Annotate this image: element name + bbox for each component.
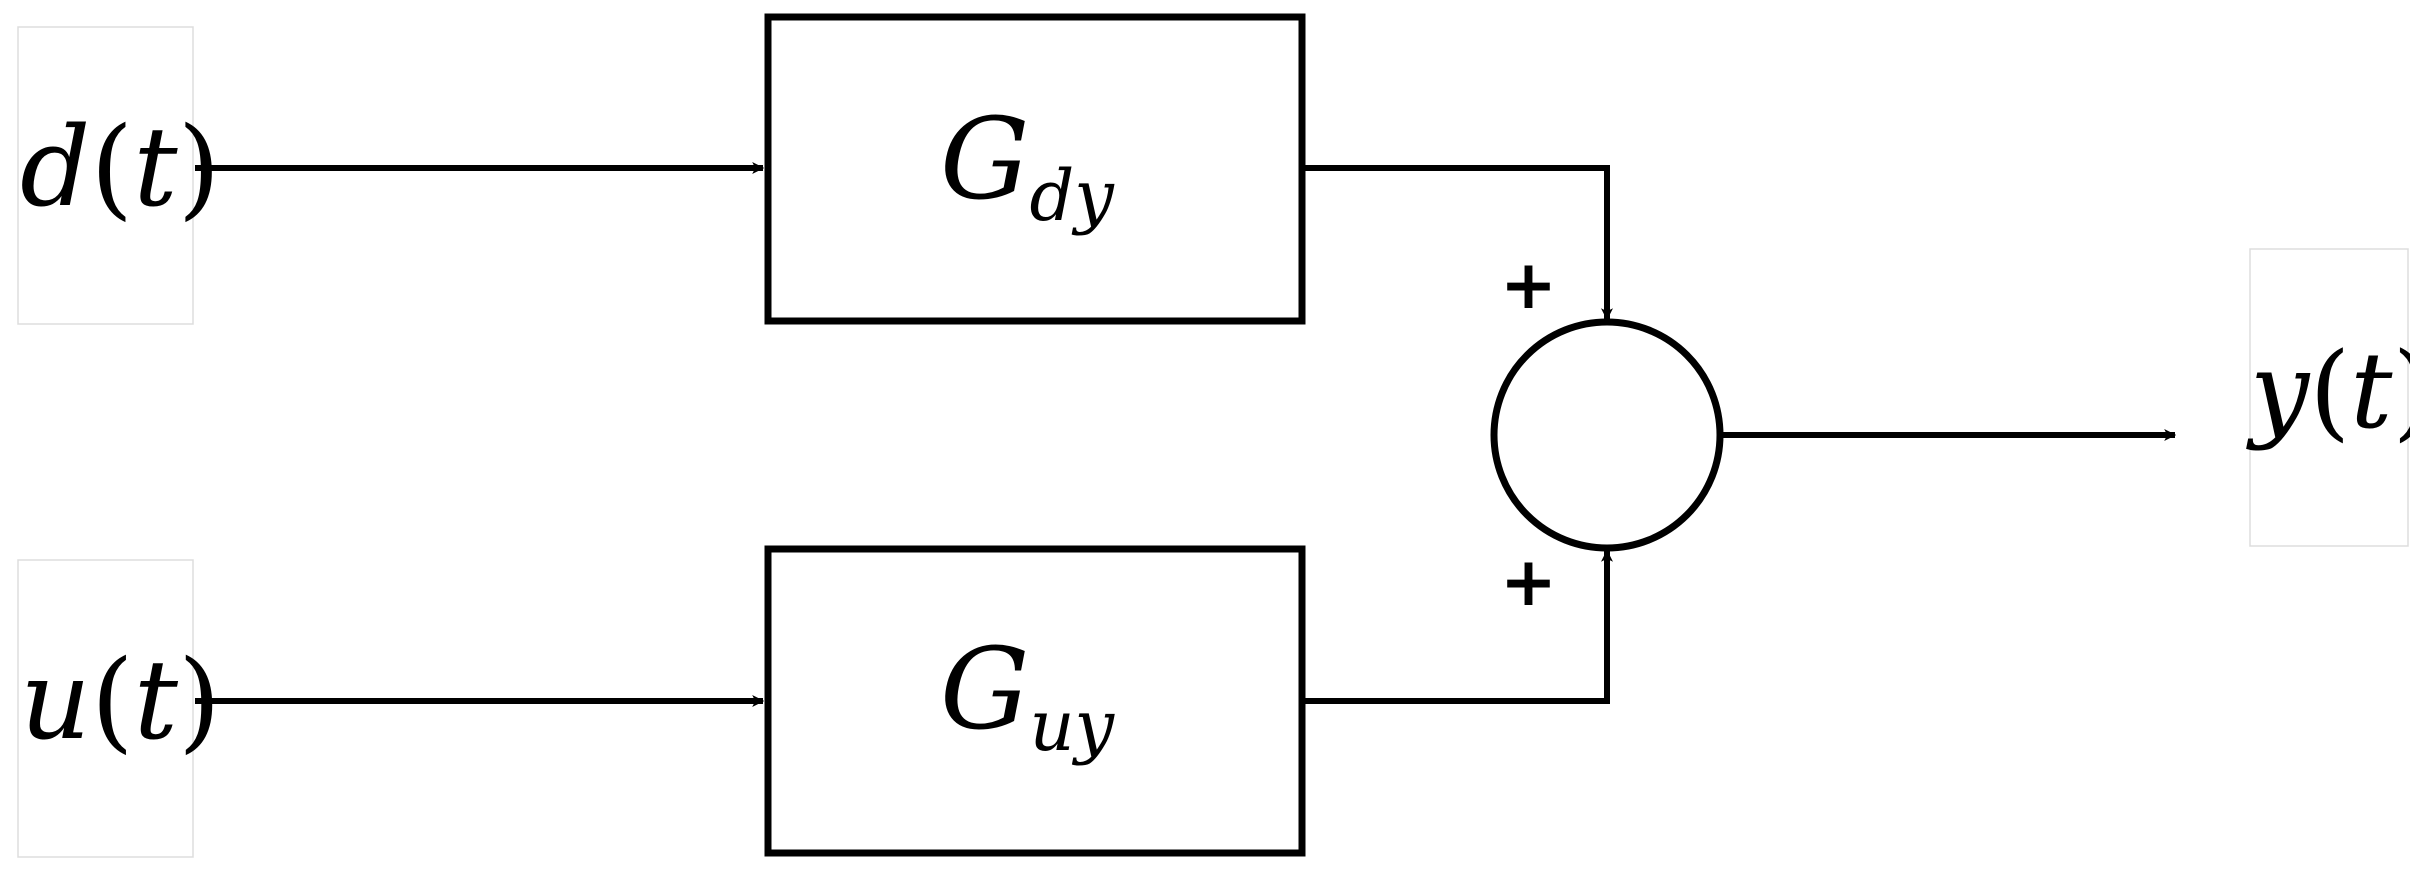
block-label-guy: Guy bbox=[940, 625, 1116, 767]
output-signal-y: y(t) bbox=[2246, 248, 2410, 547]
label-frame-d bbox=[17, 26, 194, 325]
input-signal-u: u(t) bbox=[17, 559, 221, 858]
arrow-guy-to-sum bbox=[1302, 549, 1613, 704]
block-label-gdy: Gdy bbox=[940, 95, 1115, 237]
label-frame-u bbox=[17, 559, 194, 858]
arrow-gdy-to-sum bbox=[1302, 165, 1613, 321]
signal-label-u: u(t) bbox=[20, 636, 221, 764]
summing-junction bbox=[1490, 318, 1724, 552]
transfer-block-guy: Guy bbox=[764, 545, 1306, 857]
sign-top: + bbox=[1500, 246, 1557, 325]
signal-label-y: y(t) bbox=[2246, 330, 2410, 452]
sign-bottom: + bbox=[1500, 543, 1557, 622]
signal-label-d: d(t) bbox=[20, 103, 220, 231]
block-frame-guy bbox=[764, 545, 1306, 857]
block-frame-gdy bbox=[764, 13, 1306, 325]
input-signal-d: d(t) bbox=[17, 26, 220, 325]
transfer-block-gdy: Gdy bbox=[764, 13, 1306, 325]
label-frame-y bbox=[2249, 248, 2409, 547]
